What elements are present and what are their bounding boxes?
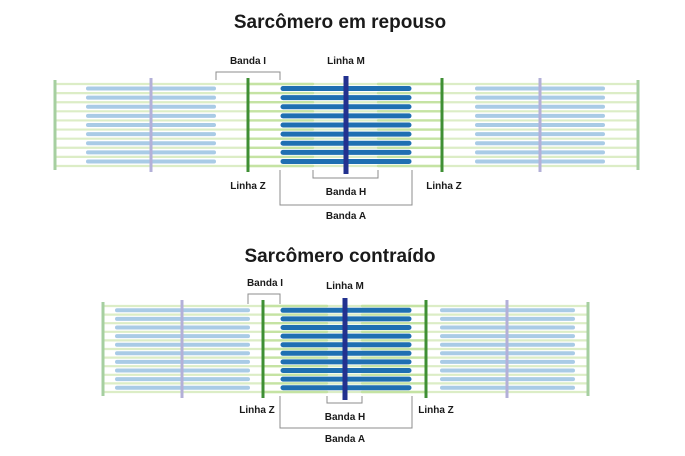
label-linha-z-right-contracted: Linha Z [418,405,454,416]
label-banda-i-resting: Banda I [230,56,266,67]
panel-contracted: Sarcômero contraído Banda I Linha M Linh… [101,246,590,445]
label-banda-h-resting: Banda H [326,187,367,198]
panel-title-contracted: Sarcômero contraído [244,246,435,267]
m-line-faded [180,300,184,398]
z-line-left [261,300,265,398]
bracket-banda-i-contracted [247,293,281,304]
bracket-banda-a-contracted [279,396,413,429]
label-linha-z-left-contracted: Linha Z [239,405,275,416]
label-banda-i-contracted: Banda I [247,278,283,289]
label-linha-z-left-resting: Linha Z [230,181,266,192]
bracket-banda-i-resting [215,71,281,80]
filament-array-contracted [101,298,590,400]
label-banda-a-resting: Banda A [326,211,366,222]
z-line-left [246,78,250,172]
bracket-banda-h-resting [312,170,379,179]
z-line-right [440,78,444,172]
label-linha-m-resting: Linha M [327,56,365,67]
panel-resting: Sarcômero em repouso Banda I Linha M Lin… [53,12,640,222]
z-line-faded [101,302,105,396]
label-linha-z-right-resting: Linha Z [426,181,462,192]
filament-array-resting [53,76,640,174]
bracket-banda-a-resting [279,170,413,206]
label-banda-a-contracted: Banda A [325,434,365,445]
label-banda-h-contracted: Banda H [325,412,366,423]
z-line-faded [53,80,57,170]
m-line-faded [538,78,542,172]
m-line [342,298,348,400]
m-line-faded [149,78,153,172]
bracket-banda-h-contracted [326,396,363,404]
label-linha-m-contracted: Linha M [326,281,364,292]
z-line-faded [586,302,590,396]
z-line-faded [636,80,640,170]
m-line-faded [505,300,509,398]
panel-title-resting: Sarcômero em repouso [234,12,446,33]
z-line-right [424,300,428,398]
m-line [343,76,349,174]
